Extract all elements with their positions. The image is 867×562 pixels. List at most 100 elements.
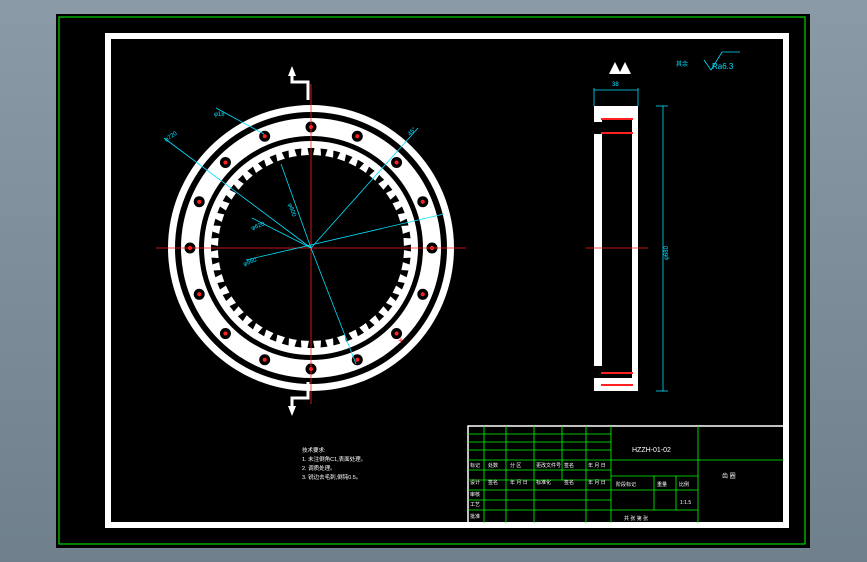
gear-tooth-space bbox=[281, 150, 290, 160]
dim-pitch: φ720 bbox=[164, 130, 179, 143]
gear-tooth-space bbox=[399, 269, 409, 278]
gear-tooth-space bbox=[374, 311, 385, 322]
bolt-hole-center bbox=[394, 160, 399, 165]
gear-tooth-space bbox=[229, 302, 240, 312]
title-block-text: 标记 处数 分 区 更改文件号 签名 年 月 日 设计 签名 年 月 日 标准化… bbox=[470, 462, 691, 522]
gear-tooth-space bbox=[247, 166, 257, 177]
drawing-number: HZZH-01-02 bbox=[632, 447, 671, 454]
bolt-hole-center bbox=[262, 134, 267, 139]
gear-tooth-space bbox=[294, 148, 302, 158]
gear-tooth-space bbox=[213, 218, 223, 227]
dim-inner-a: φ560 bbox=[243, 257, 259, 268]
gear-tooth-space bbox=[213, 269, 223, 278]
bolt-hole-center bbox=[420, 199, 425, 204]
gear-tooth-space bbox=[332, 336, 341, 346]
ring-gear-front-view: + φ720 φ18 45° φ800 φ620 φ560 bbox=[156, 66, 466, 416]
gear-tooth-space bbox=[211, 257, 221, 265]
gear-tooth-space bbox=[269, 332, 278, 342]
gear-tooth-space bbox=[258, 159, 267, 170]
bolt-hole-center bbox=[197, 199, 202, 204]
svg-text:设计: 设计 bbox=[470, 479, 480, 486]
gear-tooth-space bbox=[222, 195, 233, 204]
gear-tooth-space bbox=[217, 206, 227, 215]
section-groove-top bbox=[594, 122, 602, 134]
note-1: 1. 未注倒角C1,表面处理。 bbox=[302, 455, 366, 463]
svg-text:批准: 批准 bbox=[470, 513, 480, 520]
section-hatch bbox=[601, 118, 633, 386]
svg-text:标记: 标记 bbox=[470, 462, 480, 469]
sheet-border bbox=[58, 16, 806, 545]
bolt-hole-center bbox=[355, 134, 360, 139]
gear-tooth-space bbox=[332, 150, 341, 160]
gear-tooth-space bbox=[269, 154, 278, 164]
bolt-hole-center bbox=[394, 331, 399, 336]
dim-bolt-hole: φ18 bbox=[214, 112, 225, 118]
gear-tooth-space bbox=[258, 326, 267, 337]
dim-inner-b: φ620 bbox=[251, 221, 267, 232]
dimension-leaders bbox=[163, 107, 445, 365]
gear-tooth-space bbox=[365, 319, 375, 330]
svg-text:重量: 重量 bbox=[657, 481, 667, 488]
gear-tooth-space bbox=[389, 195, 400, 204]
svg-text:签名: 签名 bbox=[564, 479, 574, 486]
section-arrow-bottom bbox=[288, 406, 296, 416]
gear-tooth-space bbox=[344, 154, 353, 164]
gear-tooth-space bbox=[294, 338, 302, 348]
svg-text:签名: 签名 bbox=[564, 462, 574, 469]
gear-tooth-space bbox=[401, 257, 411, 265]
gear-tooth-space bbox=[389, 292, 400, 301]
technical-notes: 技术要求: 1. 未注倒角C1,表面处理。 2. 调质处理。 3. 锐边去毛刺,… bbox=[302, 446, 366, 481]
center-mark: + bbox=[398, 336, 404, 347]
notes-title: 技术要求: bbox=[302, 446, 326, 454]
section-leader-top bbox=[290, 76, 310, 100]
svg-text:标准化: 标准化 bbox=[536, 479, 551, 486]
finish-label: 其余 bbox=[676, 60, 688, 68]
gear-tooth-space bbox=[355, 159, 364, 170]
note-3: 3. 锐边去毛刺,倒钝0.5。 bbox=[302, 473, 361, 481]
svg-text:阶段标记: 阶段标记 bbox=[616, 481, 636, 488]
bolt-hole-center bbox=[355, 357, 360, 362]
section-groove-bottom bbox=[594, 366, 602, 378]
gear-tooth-space bbox=[355, 326, 364, 337]
gear-tooth-space bbox=[237, 174, 248, 185]
side-dimensions bbox=[593, 88, 668, 392]
bolt-hole-center bbox=[223, 331, 228, 336]
drawing-frame bbox=[105, 33, 789, 528]
svg-text:签名: 签名 bbox=[488, 479, 498, 486]
bolt-hole-center bbox=[262, 357, 267, 362]
svg-text:更改文件号: 更改文件号 bbox=[536, 462, 561, 469]
surface-finish-symbol: 其余 Ra6.3 bbox=[676, 51, 740, 71]
scale-value: 1:1.5 bbox=[680, 500, 691, 506]
svg-text:处数: 处数 bbox=[488, 462, 498, 469]
dim-face-width: 38 bbox=[612, 82, 619, 88]
gear-tooth-space bbox=[382, 184, 393, 194]
bolt-hole-center bbox=[420, 292, 425, 297]
gear-tooth-space bbox=[374, 174, 385, 185]
bolt-hole-center bbox=[223, 160, 228, 165]
title-block: 标记 处数 分 区 更改文件号 签名 年 月 日 设计 签名 年 月 日 标准化… bbox=[467, 425, 785, 524]
title-block-grid bbox=[468, 426, 784, 523]
gear-tooth-space bbox=[320, 338, 328, 348]
svg-text:比例: 比例 bbox=[679, 481, 689, 488]
cad-viewport[interactable]: + φ720 φ18 45° φ800 φ620 φ560 bbox=[56, 14, 810, 548]
svg-text:工艺: 工艺 bbox=[470, 502, 480, 508]
finish-value: Ra6.3 bbox=[712, 62, 734, 71]
gear-tooth-space bbox=[281, 336, 290, 346]
section-leader-bottom bbox=[290, 382, 310, 406]
dim-angle: 45° bbox=[407, 126, 418, 137]
part-name: 齿 圈 bbox=[722, 472, 736, 480]
svg-text:审核: 审核 bbox=[470, 491, 480, 498]
dim-height: φ680 bbox=[664, 245, 670, 260]
gear-tooth-space bbox=[395, 281, 405, 290]
svg-text:年 月 日: 年 月 日 bbox=[588, 462, 606, 469]
gear-tooth-space bbox=[237, 311, 248, 322]
gear-tooth-space bbox=[395, 206, 405, 215]
gear-tooth-space bbox=[229, 184, 240, 194]
svg-text:分 区: 分 区 bbox=[510, 462, 521, 469]
svg-text:年 月 日: 年 月 日 bbox=[510, 479, 528, 486]
svg-text:共 张 第 张: 共 张 第 张 bbox=[624, 515, 648, 522]
section-arrow-top bbox=[288, 66, 296, 76]
dim-outer: φ800 bbox=[286, 203, 297, 219]
gear-tooth-space bbox=[401, 231, 411, 239]
gear-tooth-space bbox=[211, 231, 221, 239]
